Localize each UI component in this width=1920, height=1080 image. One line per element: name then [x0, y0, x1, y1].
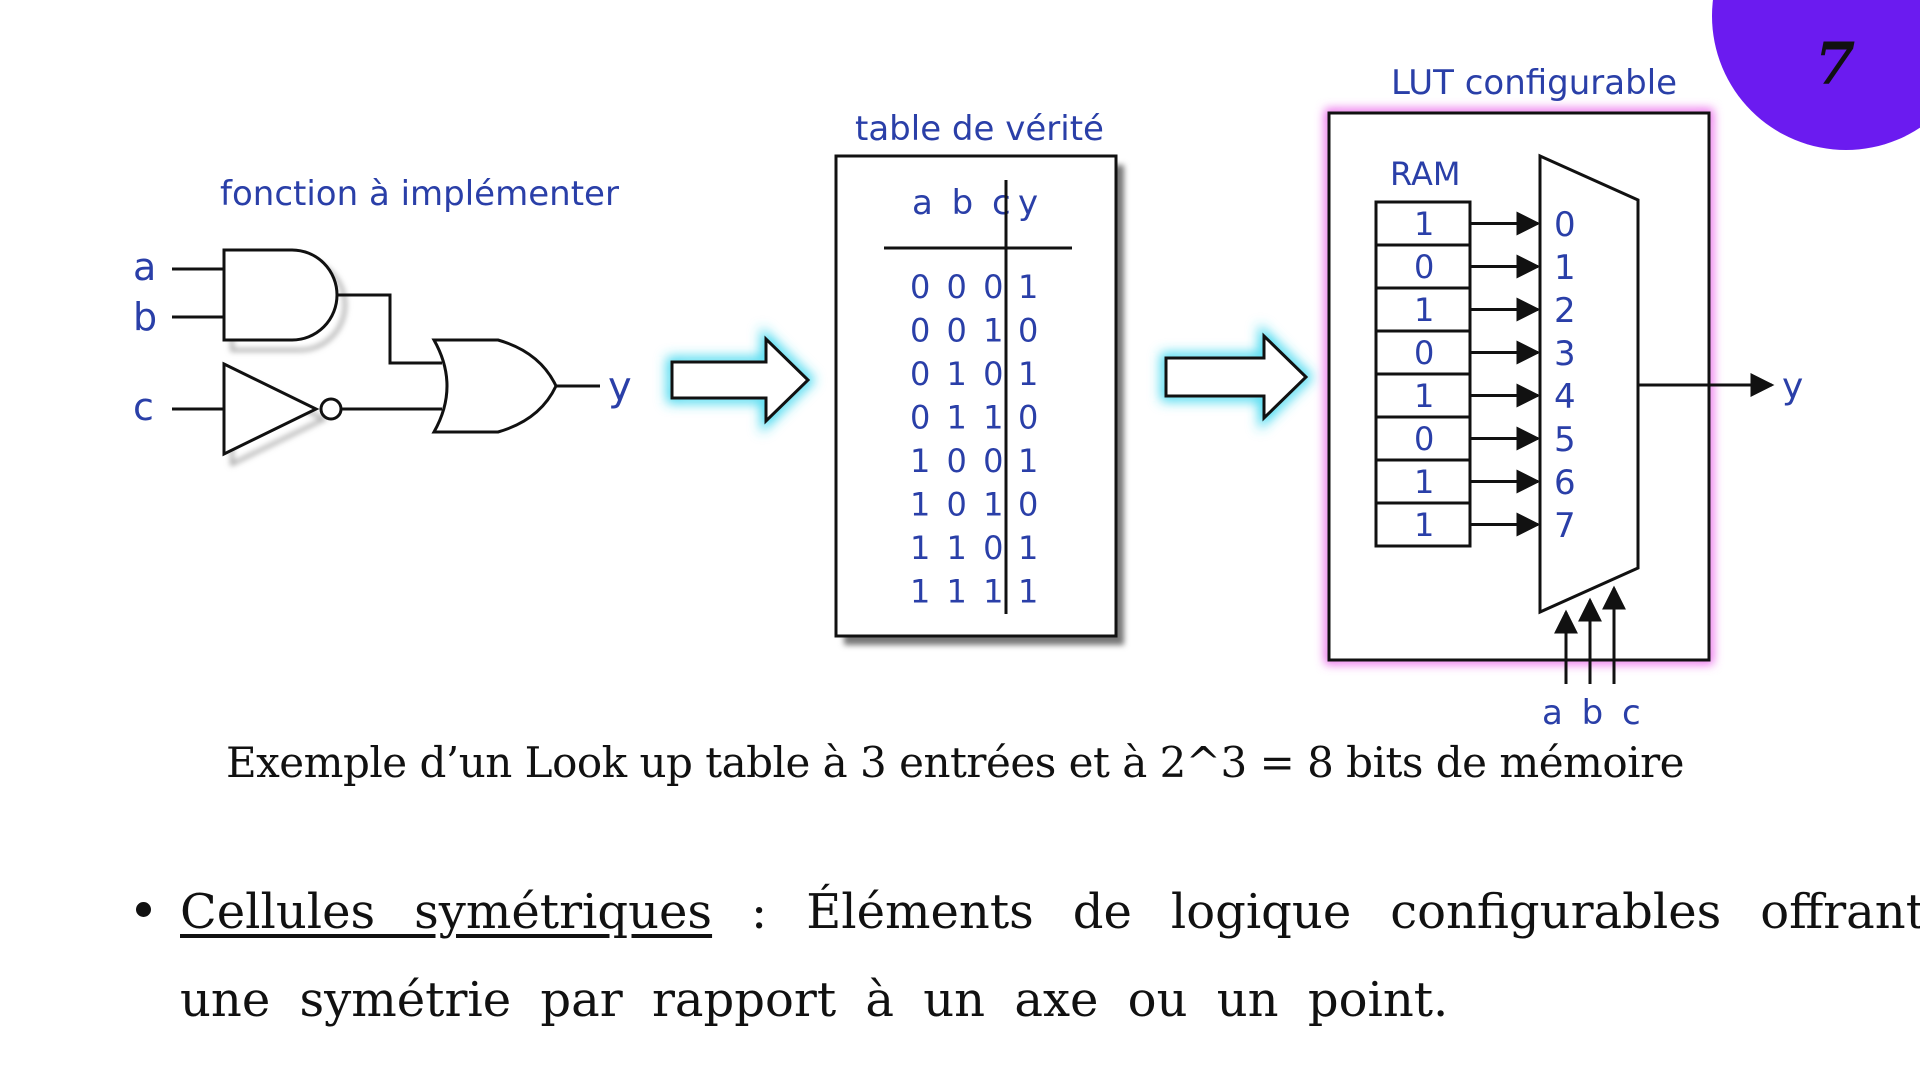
mux-index: 4	[1554, 377, 1576, 417]
output-y-label: y	[608, 364, 632, 410]
page-number: 7	[1814, 30, 1856, 98]
bullet-description: : Éléments de logique configurables offr…	[180, 884, 1920, 1028]
ram-to-mux-arrows	[1470, 211, 1541, 537]
mux-index: 7	[1554, 506, 1576, 546]
not-bubble	[319, 397, 343, 421]
truth-row-output: 0	[1018, 312, 1038, 350]
truth-row-output: 1	[1018, 442, 1038, 480]
mux-index: 5	[1554, 420, 1576, 460]
bullet-dot	[136, 902, 151, 917]
mux-index: 2	[1554, 291, 1576, 331]
figure-caption: Exemple d’un Look up table à 3 entrées e…	[225, 738, 1685, 787]
truth-table-header-inputs: a b c	[912, 183, 1015, 223]
truth-table-rows: 0 0 0 1 0 0 1 0 0 1 0 1 0 1 1 0 1 0 0 1 1 0 1 0 1 1 …	[910, 268, 1038, 611]
mux-index: 6	[1554, 463, 1576, 503]
lut-diagram: fonction à implémenter a b c y table de …	[133, 63, 1803, 733]
truth-row-output: 1	[1018, 355, 1038, 393]
logic-circuit	[172, 248, 600, 467]
truth-row-output: 1	[1018, 529, 1038, 567]
and-gate	[222, 248, 339, 342]
input-c-label: c	[133, 385, 154, 429]
ram-cell	[1374, 200, 1472, 247]
lut-title: LUT configurable	[1391, 63, 1677, 103]
multiplexer	[1538, 153, 1640, 615]
truth-row-inputs: 0 1 1	[910, 399, 1006, 437]
truth-row-inputs: 1 1 0	[910, 529, 1006, 567]
ram-bit: 0	[1414, 248, 1434, 286]
arrow-1	[667, 327, 816, 433]
truth-row-inputs: 0 0 0	[910, 268, 1006, 306]
mux-index: 1	[1554, 248, 1576, 288]
ram-bit: 0	[1414, 334, 1434, 372]
truth-row-inputs: 1 0 0	[910, 442, 1006, 480]
select-lines	[1554, 585, 1626, 684]
truth-table-title: table de vérité	[855, 109, 1104, 149]
truth-table-header-output: y	[1018, 183, 1038, 223]
ram-bit: 1	[1414, 205, 1434, 243]
truth-row-output: 1	[1018, 573, 1038, 611]
not-gate	[222, 361, 320, 457]
ram-bit: 1	[1414, 463, 1434, 501]
truth-row-inputs: 1 0 1	[910, 486, 1006, 524]
input-a-label: a	[133, 245, 156, 289]
truth-row-inputs: 0 0 1	[910, 312, 1006, 350]
ram-label: RAM	[1390, 155, 1460, 193]
truth-row-output: 0	[1018, 399, 1038, 437]
truth-row-inputs: 0 1 0	[910, 355, 1006, 393]
lut-output-label: y	[1782, 366, 1803, 407]
ram-bit: 1	[1414, 506, 1434, 544]
truth-row-inputs: 1 1 1	[910, 573, 1006, 611]
ram-cell	[1374, 415, 1472, 462]
ram-bit: 0	[1414, 420, 1434, 458]
mux-index: 0	[1554, 205, 1576, 245]
ram-bit: 1	[1414, 291, 1434, 329]
ram-bit: 1	[1414, 377, 1434, 415]
truth-row-output: 1	[1018, 268, 1038, 306]
function-label: fonction à implémenter	[220, 174, 619, 214]
or-gate	[431, 338, 558, 434]
mux-index: 3	[1554, 334, 1576, 374]
truth-table-box	[834, 154, 1118, 638]
select-label: a b c	[1542, 693, 1645, 733]
ram-cell	[1374, 286, 1472, 333]
input-b-label: b	[133, 295, 157, 339]
bullet-text: Cellules symétriques : Éléments de logiq…	[180, 868, 1920, 1044]
ram-cell	[1374, 501, 1472, 548]
ram-cells: 1 0 1 0 1 0 1 1	[1374, 200, 1472, 548]
bullet-term: Cellules symétriques	[180, 884, 713, 940]
arrow-2	[1161, 324, 1314, 430]
ram-cell	[1374, 329, 1472, 376]
truth-row-output: 0	[1018, 486, 1038, 524]
